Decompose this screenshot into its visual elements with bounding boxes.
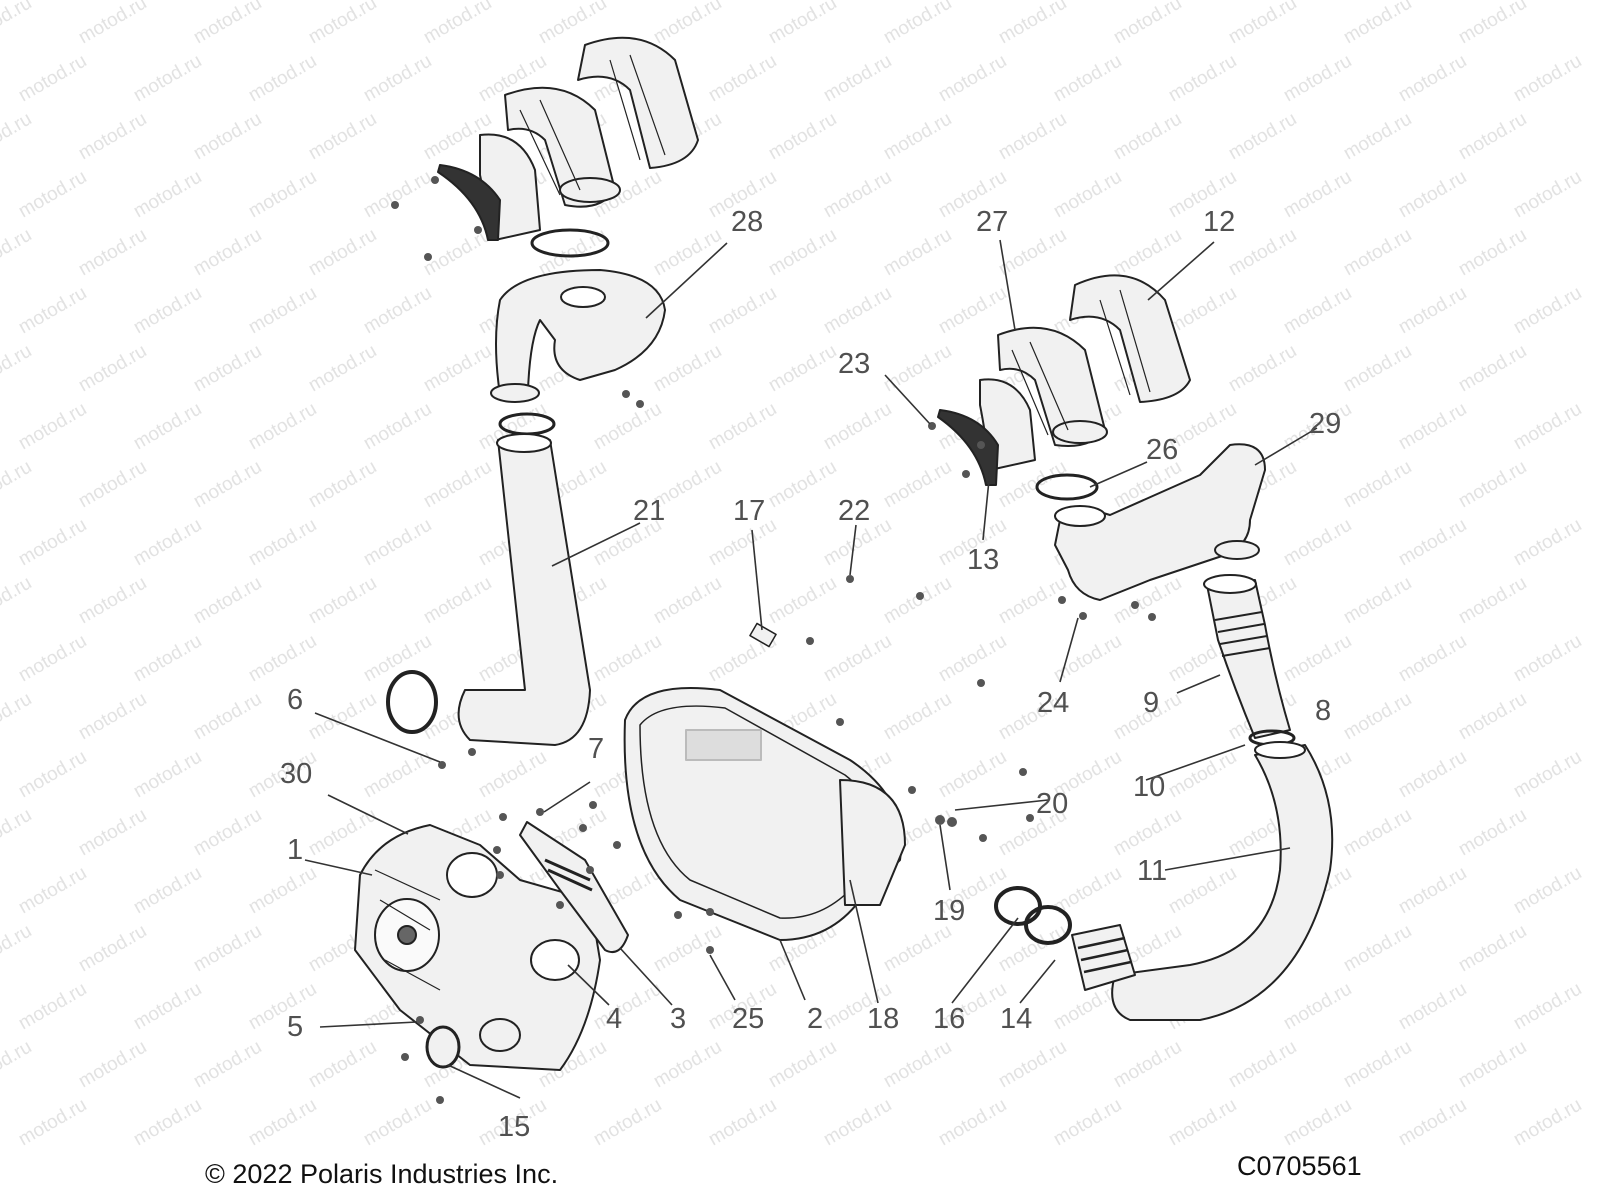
callout-29: 29 xyxy=(1309,408,1342,440)
upper-left-lower-clamp xyxy=(498,412,556,436)
flex-coupler-9 xyxy=(1203,574,1291,739)
callout-20: 20 xyxy=(1036,788,1069,820)
duct-housing-28 xyxy=(490,269,666,403)
callout-11: 11 xyxy=(1137,855,1168,887)
intake-tube-21 xyxy=(457,433,591,746)
callout-1: 1 xyxy=(287,834,304,866)
duct-12 xyxy=(1069,274,1191,403)
clamp-26 xyxy=(1035,473,1099,501)
upper-left-inner-bracket xyxy=(437,133,541,241)
callout-21: 21 xyxy=(633,495,666,527)
duct-27 xyxy=(997,326,1108,447)
callout-28: 28 xyxy=(731,206,764,238)
callout-27: 27 xyxy=(976,206,1009,238)
inner-cover-1 xyxy=(354,824,601,1071)
callout-24: 24 xyxy=(1037,687,1070,719)
leader-lines xyxy=(304,239,1318,1099)
coupler-14 xyxy=(1071,924,1136,991)
upper-left-clamp-ring xyxy=(530,228,610,258)
callout-3: 3 xyxy=(670,1003,687,1035)
large-clamp-ring xyxy=(386,670,438,734)
callout-22: 22 xyxy=(838,495,871,527)
bracket-3 xyxy=(519,821,629,954)
callout-4: 4 xyxy=(606,1003,623,1035)
seal-15 xyxy=(425,1025,461,1069)
callout-26: 26 xyxy=(1146,434,1179,466)
tube-11 xyxy=(1111,741,1334,1021)
callout-7: 7 xyxy=(588,733,605,765)
callout-8: 8 xyxy=(1315,695,1332,727)
callout-17: 17 xyxy=(733,495,766,527)
upper-left-middle-duct xyxy=(504,86,621,208)
callout-16: 16 xyxy=(933,1003,966,1035)
callout-19: 19 xyxy=(933,895,966,927)
outer-cover-2 xyxy=(623,687,906,941)
drawing-code: C0705561 xyxy=(1237,1151,1362,1181)
callout-9: 9 xyxy=(1143,687,1160,719)
callout-10: 10 xyxy=(1133,771,1166,803)
label-17 xyxy=(749,622,777,648)
copyright-text: © 2022 Polaris Industries Inc. xyxy=(205,1159,559,1189)
callout-5: 5 xyxy=(287,1011,304,1043)
upper-left-outer-duct xyxy=(577,36,699,169)
duct-housing-29 xyxy=(1054,443,1266,601)
callout-30: 30 xyxy=(280,758,313,790)
callout-6: 6 xyxy=(287,684,304,716)
callout-2: 2 xyxy=(807,1003,824,1035)
callout-18: 18 xyxy=(867,1003,900,1035)
clamp-16a xyxy=(994,886,1042,926)
fasteners xyxy=(391,176,1156,1104)
callout-14: 14 xyxy=(1000,1003,1033,1035)
bracket-13 xyxy=(937,378,1036,486)
callout-23: 23 xyxy=(838,348,871,380)
callout-13: 13 xyxy=(967,544,1000,576)
callout-12: 12 xyxy=(1203,206,1236,238)
callout-25: 25 xyxy=(732,1003,765,1035)
clamp-16b xyxy=(1024,905,1072,945)
callout-15: 15 xyxy=(498,1111,531,1143)
